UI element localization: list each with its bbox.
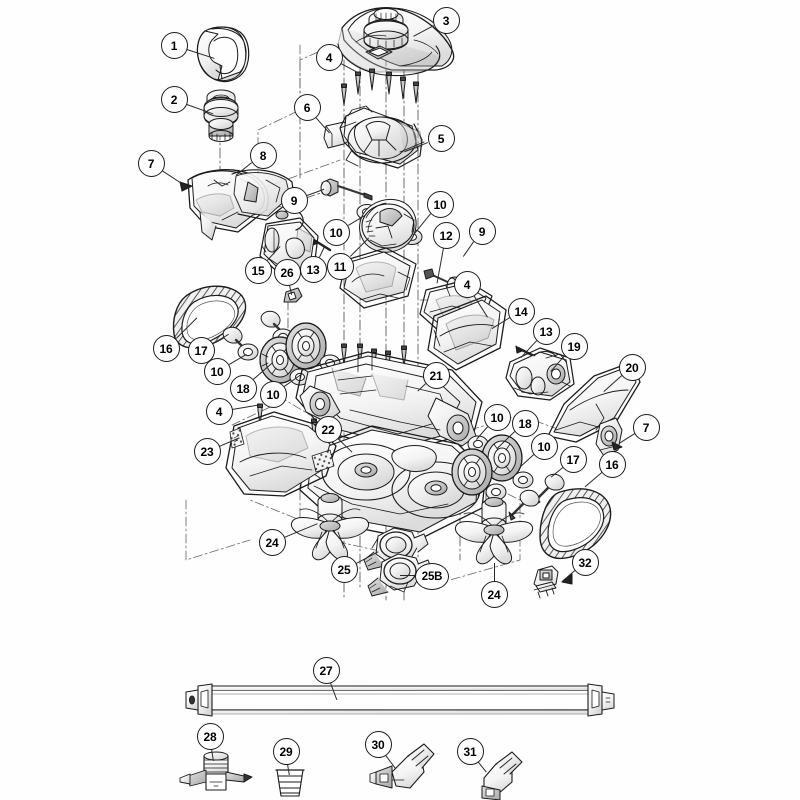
callout-18[interactable]: 18 (229, 374, 257, 402)
callout-leader-line (253, 362, 273, 380)
callout-leader-line (520, 454, 535, 467)
callout-leader-line (212, 333, 229, 344)
callout-leader-line (329, 682, 337, 700)
callout-6[interactable]: 6 (293, 93, 321, 121)
callout-leader-line (288, 285, 292, 296)
callout-26[interactable]: 26 (273, 258, 301, 286)
callout-27[interactable]: 27 (312, 656, 340, 684)
callout-leader-line (186, 49, 214, 59)
callout-leader-line (340, 63, 357, 73)
callout-leader-line (473, 295, 488, 318)
callout-leader-line (584, 471, 602, 487)
callout-leader-line (318, 246, 325, 258)
callout-leader-line (284, 374, 301, 388)
callout-leader-line (228, 354, 247, 366)
callout-3[interactable]: 3 (432, 6, 460, 34)
callout-leader-line (284, 522, 319, 538)
callout-leader-line (175, 318, 197, 340)
callout-leader-line (413, 213, 432, 236)
callout-4[interactable]: 4 (453, 270, 481, 298)
callout-leader-line (287, 764, 290, 776)
callout-leader-line (315, 117, 330, 134)
callout-24[interactable]: 24 (480, 580, 508, 608)
callout-leader-line (267, 246, 281, 261)
callout-leader-line (404, 141, 429, 152)
callout-14[interactable]: 14 (507, 297, 535, 325)
callout-13[interactable]: 13 (299, 255, 327, 283)
callout-leader-line (219, 436, 241, 447)
callout-leader-line (477, 761, 487, 773)
callout-leader-line (520, 340, 537, 358)
callout-13[interactable]: 13 (532, 317, 560, 345)
callout-21[interactable]: 21 (422, 361, 450, 389)
callout-leader-line (494, 563, 495, 581)
callout-10[interactable]: 10 (322, 218, 350, 246)
callout-16[interactable]: 16 (598, 450, 626, 478)
callout-28[interactable]: 28 (196, 722, 224, 750)
callout-7[interactable]: 7 (632, 413, 660, 441)
callout-10[interactable]: 10 (203, 357, 231, 385)
callout-29[interactable]: 29 (272, 737, 300, 765)
callout-leader-line (413, 25, 435, 37)
callout-5[interactable]: 5 (427, 124, 455, 152)
callout-32[interactable]: 32 (571, 548, 599, 576)
callout-9[interactable]: 9 (280, 186, 308, 214)
callout-23[interactable]: 23 (193, 437, 221, 465)
callout-10[interactable]: 10 (530, 432, 558, 460)
callout-20[interactable]: 20 (618, 353, 646, 381)
callout-18[interactable]: 18 (511, 409, 539, 437)
callout-22[interactable]: 22 (314, 415, 342, 443)
callout-2[interactable]: 2 (160, 85, 188, 113)
callout-24[interactable]: 24 (258, 528, 286, 556)
callout-leader-line (349, 238, 369, 258)
callout-leader-line (347, 213, 367, 226)
callout-leader-line (550, 355, 566, 372)
callout-leader-line (476, 426, 489, 440)
callout-8[interactable]: 8 (249, 141, 277, 169)
callout-31[interactable]: 31 (456, 737, 484, 765)
callout-leader-line (550, 466, 563, 477)
callout-9[interactable]: 9 (468, 217, 496, 245)
callout-leader-line (561, 570, 575, 582)
callout-leader-line (306, 188, 325, 197)
callout-leader-line (337, 438, 352, 453)
callout-10[interactable]: 10 (259, 380, 287, 408)
callout-19[interactable]: 19 (560, 332, 588, 360)
callout-7[interactable]: 7 (137, 149, 165, 177)
callout-25[interactable]: 25 (330, 555, 358, 583)
callout-leader-line (186, 103, 213, 114)
callout-leader-line (385, 754, 396, 769)
callout-leader-line (463, 241, 475, 257)
callout-leader-line (618, 433, 635, 444)
callout-leader-line (491, 317, 510, 329)
callout-16[interactable]: 16 (152, 334, 180, 362)
callout-leader-line (161, 170, 183, 185)
callout-leader-line (232, 403, 261, 410)
callout-1[interactable]: 1 (160, 31, 188, 59)
callout-10[interactable]: 10 (483, 403, 511, 431)
callout-leader-line (211, 749, 214, 762)
callout-11[interactable]: 11 (326, 252, 354, 280)
callout-leader-line (355, 550, 379, 564)
callout-15[interactable]: 15 (244, 256, 272, 284)
callout-30[interactable]: 30 (364, 730, 392, 758)
callout-leader-line (603, 375, 622, 392)
callout-12[interactable]: 12 (432, 221, 460, 249)
callout-leader-line (417, 383, 427, 392)
callout-25B[interactable]: 25B (415, 562, 449, 590)
callout-17[interactable]: 17 (559, 445, 587, 473)
callout-4[interactable]: 4 (315, 43, 343, 71)
callout-leader-line (436, 248, 444, 284)
callout-leader-line (497, 431, 516, 449)
callout-leader-line (236, 162, 253, 176)
callout-4[interactable]: 4 (205, 397, 233, 425)
callout-10[interactable]: 10 (426, 190, 454, 218)
